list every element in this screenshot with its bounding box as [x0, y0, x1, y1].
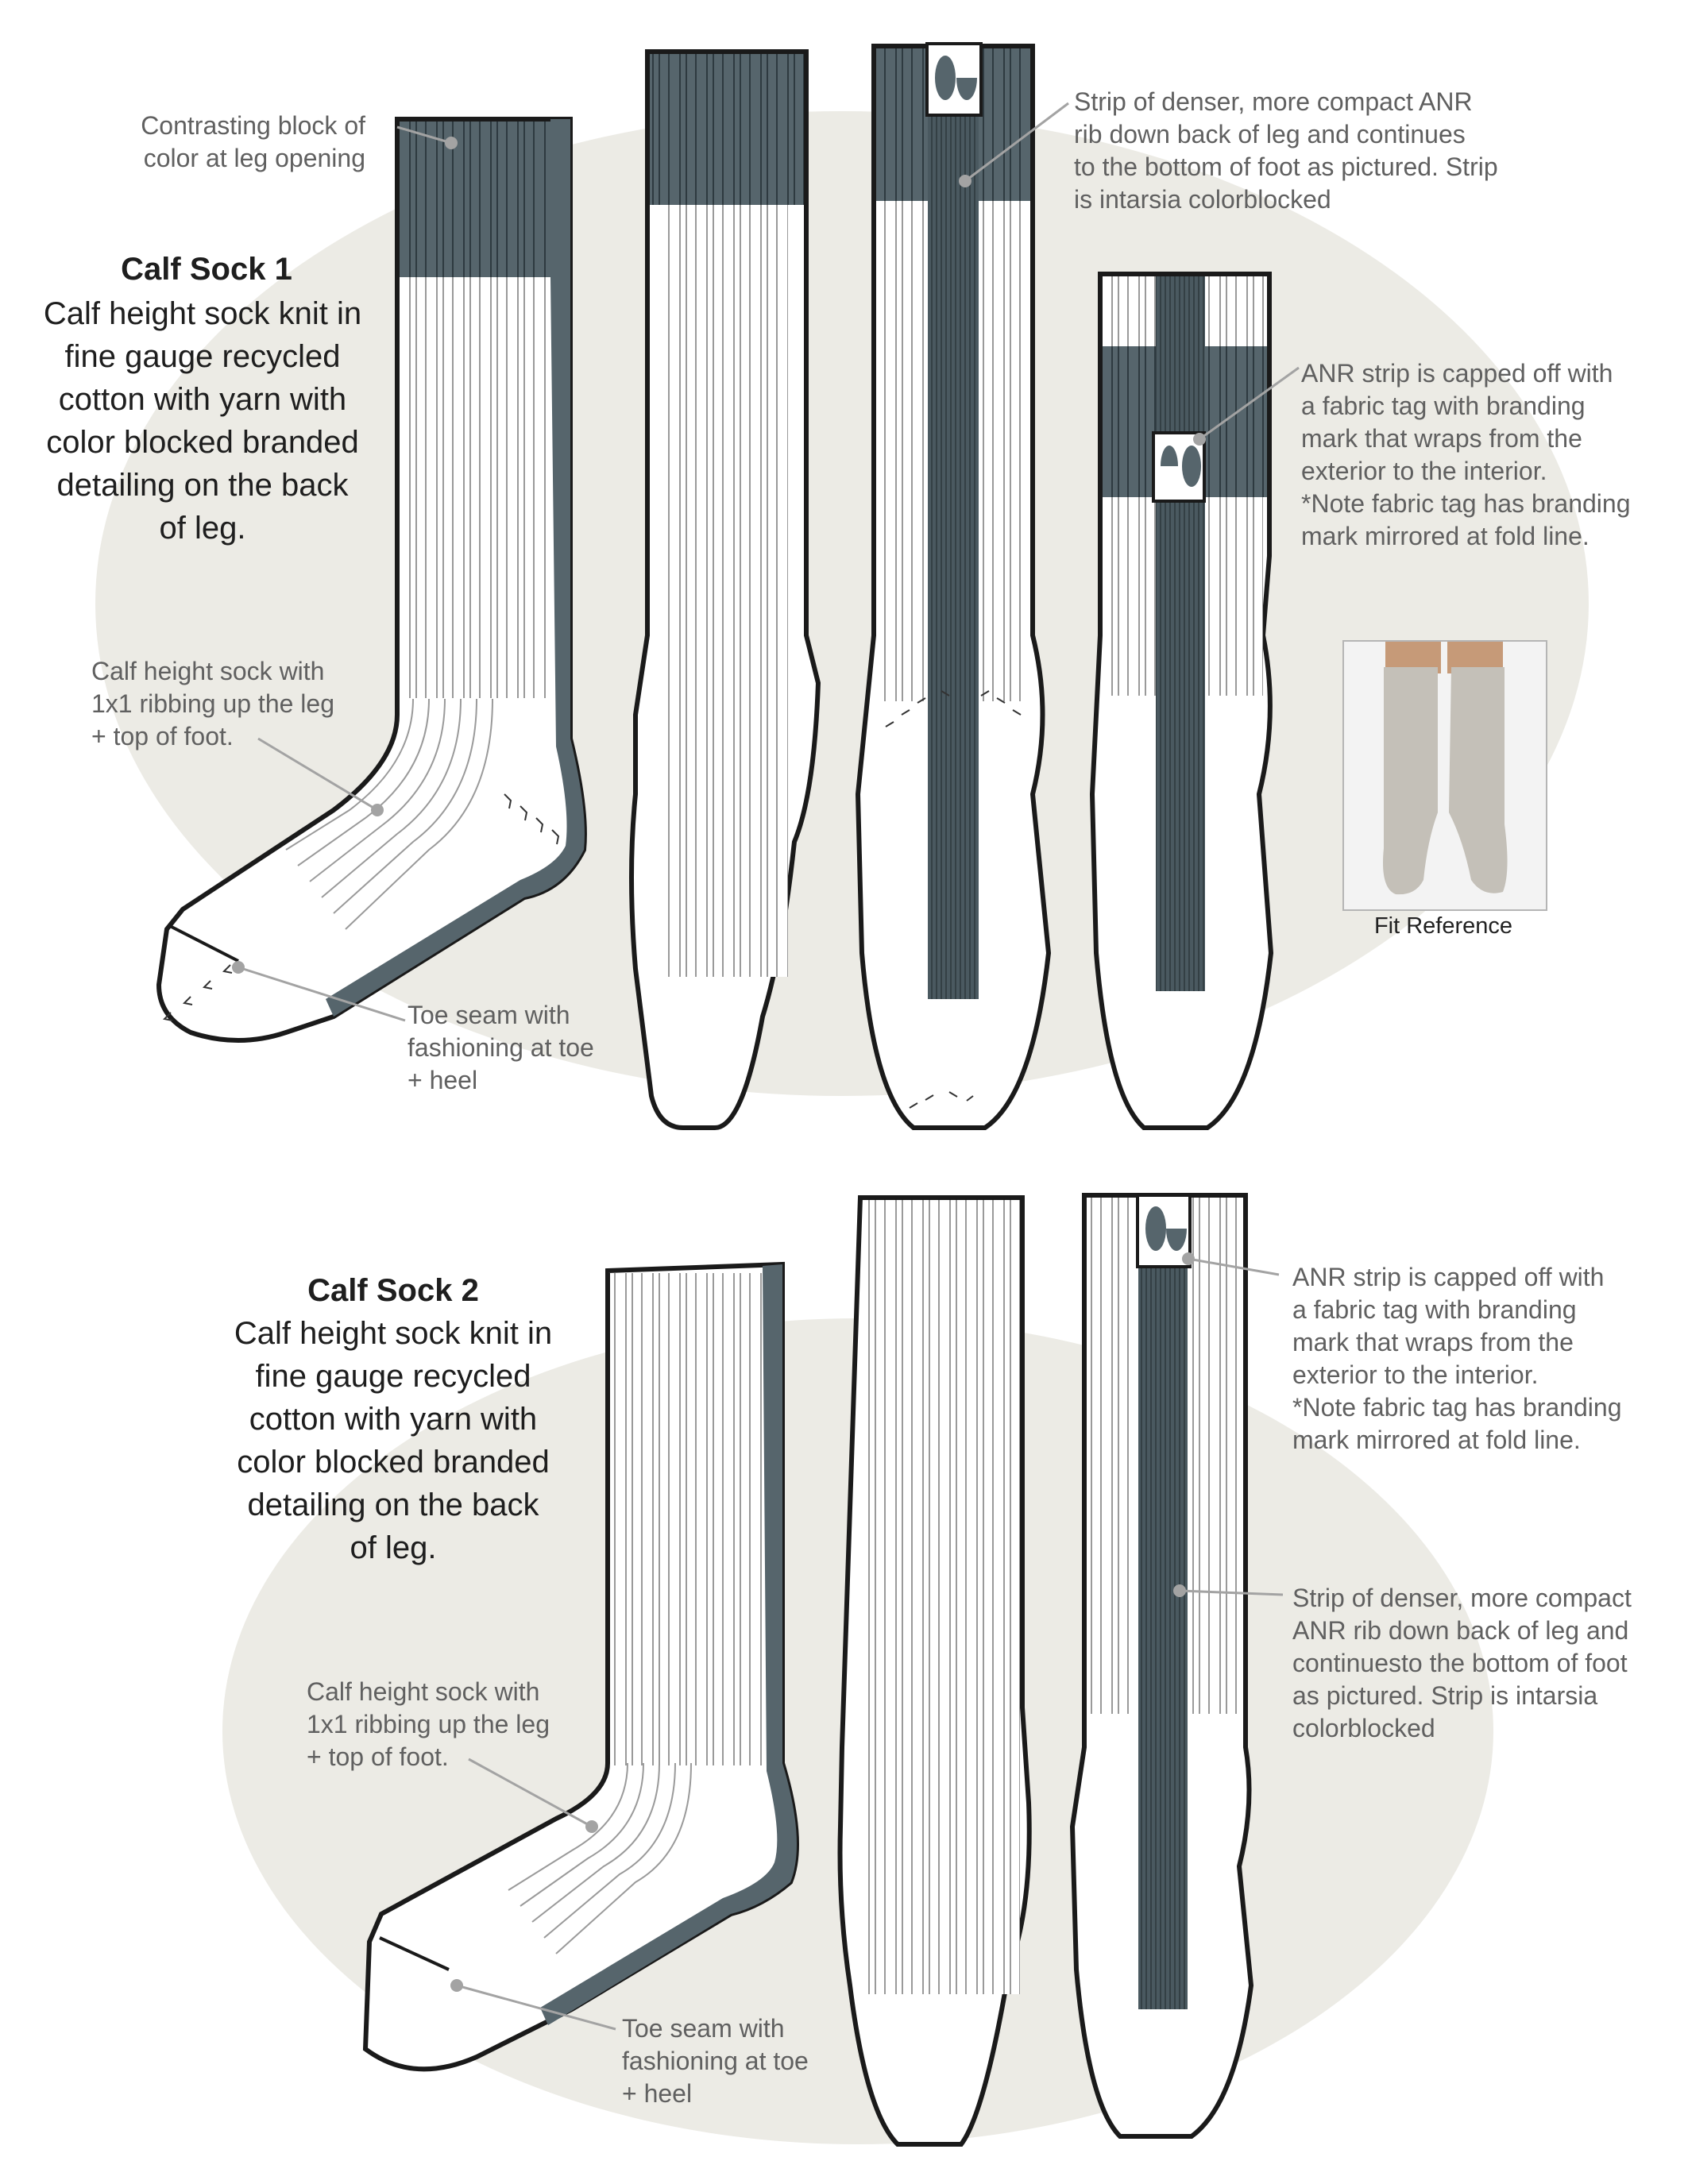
sock1-back-detail-view	[1089, 272, 1300, 1130]
sock2-back-view	[1069, 1193, 1284, 2139]
sock2-title: Calf Sock 2	[307, 1273, 479, 1308]
sock2-side-view	[362, 1261, 799, 2072]
fit-reference-caption: Fit Reference	[1373, 913, 1513, 939]
callout-toe-seam: Toe seam with fashioning at toe + heel	[408, 1001, 594, 1094]
callout-anr-strip-2: Strip of denser, more compact ANR rib do…	[1292, 1584, 1632, 1742]
sock1-description: Calf height sock knit in fine gauge recy…	[43, 296, 362, 546]
sock1-front-view	[629, 49, 821, 1130]
callout-anr-strip: Strip of denser, more compact ANR rib do…	[1074, 87, 1498, 214]
callout-ribbing: Calf height sock with 1x1 ribbing up the…	[91, 657, 334, 751]
sock1-side-view	[156, 117, 587, 1043]
sock2-front-view	[837, 1195, 1032, 2147]
sock1-title: Calf Sock 1	[121, 252, 292, 287]
callout-ribbing-2: Calf height sock with 1x1 ribbing up the…	[307, 1677, 550, 1771]
legs-photo-icon	[1344, 642, 1546, 909]
sock2-description: Calf height sock knit in fine gauge recy…	[234, 1316, 553, 1565]
callout-tag: ANR strip is capped off with a fabric ta…	[1301, 359, 1631, 550]
callout-toe-seam-2: Toe seam with fashioning at toe + heel	[622, 2014, 809, 2108]
callout-leg-opening: Contrasting block of color at leg openin…	[141, 111, 365, 172]
callout-tag-2: ANR strip is capped off with a fabric ta…	[1292, 1263, 1622, 1454]
fit-reference-photo	[1342, 640, 1547, 911]
sock1-back-view	[855, 42, 1069, 1130]
